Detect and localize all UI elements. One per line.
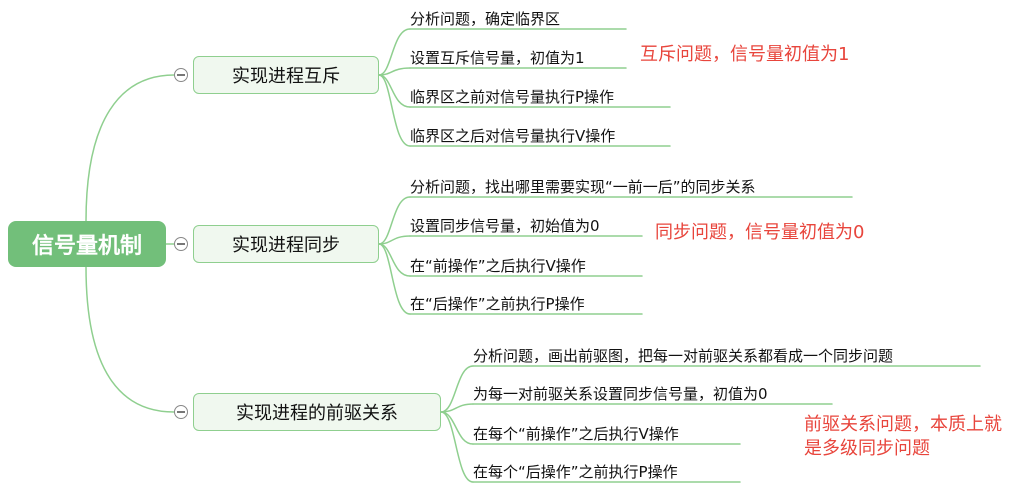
leaf-node[interactable]: 在每个“后操作”之前执行P操作 [473, 463, 678, 481]
leaf-node[interactable]: 在每个“前操作”之后执行V操作 [473, 425, 679, 443]
connector-b3-leaf-0 [440, 365, 474, 413]
connector-root-branch-1 [85, 74, 175, 222]
connector-b1-leaf-1 [378, 67, 411, 76]
leaf-node[interactable]: 设置互斥信号量，初值为1 [410, 49, 585, 67]
annotation-mutex: 互斥问题，信号量初值为1 [640, 44, 850, 65]
leaf-node[interactable]: 分析问题，找出哪里需要实现“一前一后”的同步关系 [410, 178, 756, 196]
root-label: 信号量机制 [31, 234, 142, 259]
annotation-line: 是多级同步问题 [804, 438, 930, 459]
root-node[interactable]: 信号量机制 [8, 221, 166, 267]
branch-node-precedence[interactable]: 实现进程的前驱关系 [193, 393, 441, 431]
branch-label: 实现进程互斥 [232, 66, 340, 87]
connector-b3-leaf-2 [440, 411, 474, 445]
branch-node-sync[interactable]: 实现进程同步 [193, 225, 379, 263]
annotation-line: 前驱关系问题，本质上就 [804, 414, 1002, 435]
leaf-node[interactable]: 分析问题，确定临界区 [410, 10, 561, 28]
leaf-node[interactable]: 临界区之后对信号量执行V操作 [410, 127, 616, 145]
leaf-node[interactable]: 为每一对前驱关系设置同步信号量，初值为0 [473, 385, 768, 403]
collapse-branch-1-icon[interactable] [174, 68, 188, 82]
connector-b1-leaf-3 [378, 74, 411, 147]
collapse-branch-2-icon[interactable] [174, 237, 188, 251]
collapse-branch-3-icon[interactable] [174, 405, 188, 419]
leaf-node[interactable]: 临界区之前对信号量执行P操作 [410, 88, 615, 106]
branch-label: 实现进程的前驱关系 [236, 403, 398, 424]
branch-node-mutex[interactable]: 实现进程互斥 [193, 56, 379, 94]
annotation-precedence: 前驱关系问题，本质上就 是多级同步问题 [804, 413, 1002, 461]
branch-label: 实现进程同步 [232, 235, 340, 256]
leaf-node[interactable]: 设置同步信号量，初始值为0 [410, 217, 600, 235]
connector-b2-leaf-3 [378, 243, 411, 315]
annotation-sync: 同步问题，信号量初值为0 [655, 222, 865, 243]
connector-b2-leaf-1 [378, 235, 411, 245]
connector-root-branch-3 [85, 266, 175, 413]
leaf-node[interactable]: 分析问题，画出前驱图，把每一对前驱关系都看成一个同步问题 [473, 347, 894, 365]
connector-b3-leaf-3 [440, 411, 474, 483]
leaf-node[interactable]: 在“后操作”之前执行P操作 [410, 295, 585, 313]
leaf-node[interactable]: 在“前操作”之后执行V操作 [410, 257, 586, 275]
connector-b2-leaf-0 [378, 196, 411, 245]
connector-b3-leaf-1 [440, 403, 474, 413]
connector-b1-leaf-0 [378, 28, 411, 76]
